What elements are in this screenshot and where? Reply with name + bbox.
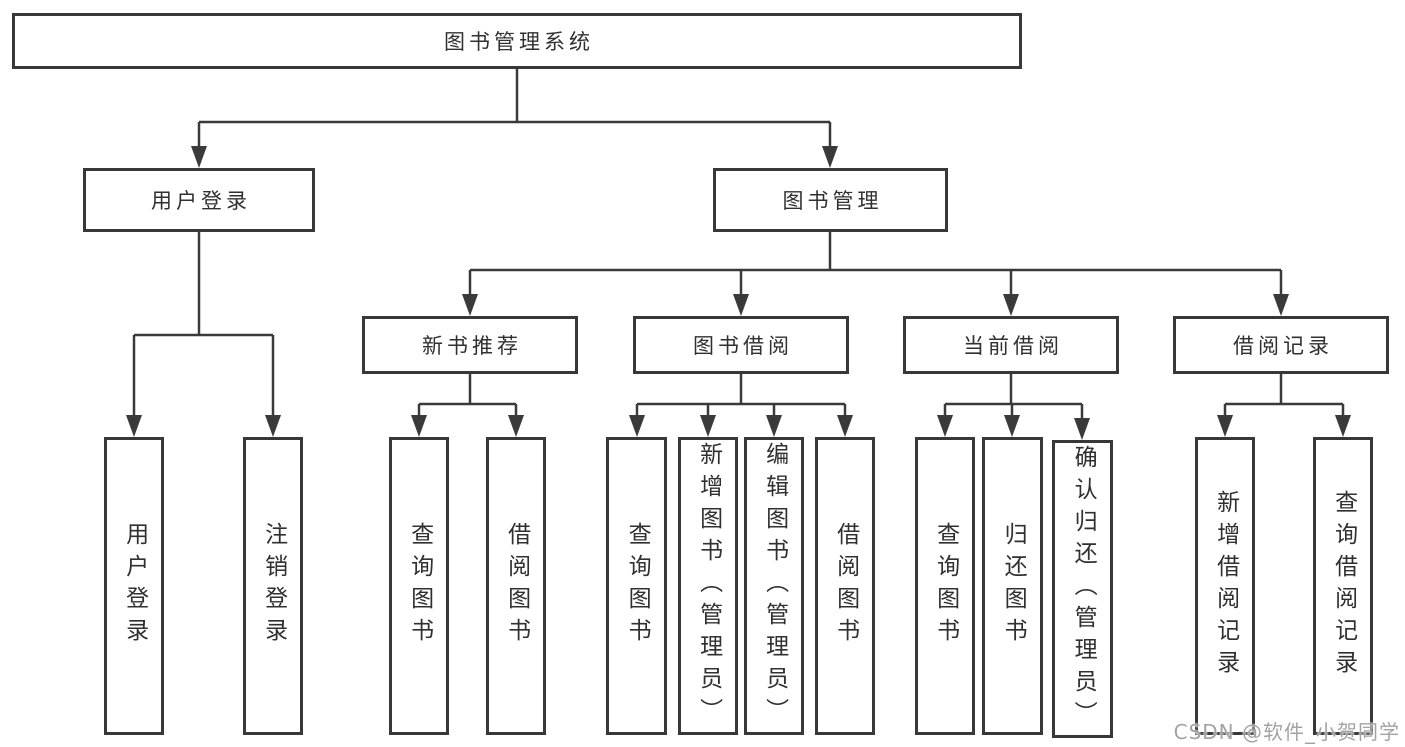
leaf-return-books: 归还图书 [982, 437, 1043, 735]
leaf-borrow-query-books-label: 查询图书 [624, 522, 651, 650]
connector-root-to-level2 [191, 69, 838, 168]
connector-borrow-record-to-leaves [1217, 374, 1351, 437]
leaf-current-query-books-label: 查询图书 [932, 522, 959, 650]
leaf-logout-label: 注销登录 [260, 522, 287, 650]
leaf-newrec-query-books-label: 查询图书 [406, 522, 433, 650]
connector-new-book-to-leaves [411, 374, 524, 437]
connector-book-borrow-to-leaves [629, 374, 853, 437]
leaf-logout: 注销登录 [243, 437, 303, 735]
connector-current-borrow-to-leaves [937, 374, 1090, 440]
node-user-login-branch-label: 用户登录 [151, 189, 251, 213]
leaf-edit-books-admin: 编辑图书（管理员） [744, 437, 804, 735]
connector-user-login-to-leaves [126, 232, 281, 437]
leaf-add-borrow-record-label: 新增借阅记录 [1212, 490, 1239, 682]
leaf-user-login-label: 用户登录 [121, 522, 148, 650]
leaf-newrec-query-books: 查询图书 [389, 437, 449, 735]
leaf-query-borrow-record-label: 查询借阅记录 [1330, 490, 1357, 682]
leaf-add-borrow-record: 新增借阅记录 [1195, 437, 1255, 735]
leaf-add-books-admin: 新增图书（管理员） [678, 437, 738, 735]
node-user-login-branch: 用户登录 [83, 168, 315, 232]
node-new-book-rec: 新书推荐 [362, 316, 578, 374]
leaf-current-query-books: 查询图书 [915, 437, 975, 735]
node-new-book-rec-label: 新书推荐 [422, 334, 522, 358]
leaf-borrow-query-books: 查询图书 [606, 437, 667, 735]
node-book-mgmt-branch: 图书管理 [713, 168, 948, 232]
node-book-mgmt-branch-label: 图书管理 [782, 189, 883, 213]
leaf-newrec-borrow-books-label: 借阅图书 [503, 522, 530, 650]
node-borrow-record: 借阅记录 [1173, 316, 1389, 374]
node-book-borrow: 图书借阅 [633, 316, 849, 374]
node-root-label: 图书管理系统 [444, 30, 594, 54]
node-borrow-record-label: 借阅记录 [1233, 334, 1333, 358]
leaf-borrow-borrow-books-label: 借阅图书 [832, 522, 859, 650]
leaf-add-books-admin-label: 新增图书（管理员） [695, 442, 722, 730]
connector-book-mgmt-to-level3 [462, 232, 1289, 316]
csdn-watermark: CSDN @软件_小贺同学 [1173, 720, 1400, 744]
leaf-newrec-borrow-books: 借阅图书 [486, 437, 546, 735]
leaf-confirm-return-admin: 确认归还（管理员） [1052, 440, 1113, 738]
node-root: 图书管理系统 [12, 13, 1022, 69]
leaf-user-login: 用户登录 [104, 437, 164, 735]
leaf-return-books-label: 归还图书 [1000, 522, 1027, 650]
node-current-borrow: 当前借阅 [903, 316, 1119, 374]
node-book-borrow-label: 图书借阅 [693, 334, 793, 358]
leaf-borrow-borrow-books: 借阅图书 [815, 437, 875, 735]
node-current-borrow-label: 当前借阅 [963, 334, 1063, 358]
leaf-edit-books-admin-label: 编辑图书（管理员） [761, 442, 788, 730]
leaf-confirm-return-admin-label: 确认归还（管理员） [1070, 445, 1097, 733]
leaf-query-borrow-record: 查询借阅记录 [1313, 437, 1373, 735]
